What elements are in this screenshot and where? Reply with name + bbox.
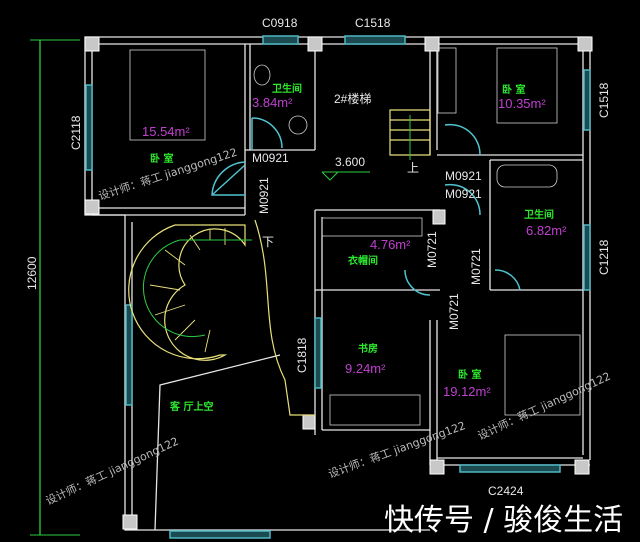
window-label: C1818	[295, 337, 309, 373]
room-area: 9.24m²	[345, 361, 386, 376]
door-label: M0921	[445, 187, 482, 201]
room-area: 4.76m²	[370, 237, 411, 252]
columns	[84, 36, 593, 530]
door-label: M0921	[445, 169, 482, 183]
door-label: M0721	[469, 248, 483, 285]
toilet	[253, 64, 271, 86]
room-area: 19.12m²	[443, 384, 491, 399]
window-c2424	[459, 464, 561, 473]
room-labels: 卧 室 15.54m² 卫生间 3.84m² 卧 室 10.35m² 卫生间 6…	[142, 82, 567, 413]
window-label: C1518	[355, 16, 391, 30]
door-label: M0721	[425, 231, 439, 268]
doors: M0921 M0921 M0921 M0921 M0721 M0721 M072…	[211, 117, 521, 330]
stair-up-label: 上	[407, 161, 419, 175]
designer-watermark: 设计师：蒋工 jianggong122	[476, 370, 613, 443]
room-name: 书房	[358, 342, 378, 355]
stair-down-label: 下	[262, 235, 274, 249]
room-name: 卧 室	[150, 152, 173, 165]
window-label: C0918	[262, 16, 298, 30]
window-c1818	[314, 317, 322, 389]
window-bottom	[169, 530, 271, 539]
window-c1518-right	[583, 69, 591, 131]
room-area: 10.35m²	[498, 96, 546, 111]
room-name: 衣帽间	[348, 254, 378, 267]
furniture	[129, 47, 581, 426]
window-label: C2118	[69, 115, 83, 150]
window-left	[125, 304, 133, 406]
room-area: 15.54m²	[142, 124, 190, 139]
elevation-label: 3.600	[335, 155, 365, 169]
window-c0918	[262, 35, 299, 45]
room-area: 6.82m²	[526, 223, 567, 238]
window-label: C2424	[488, 484, 524, 498]
window-c2118	[85, 84, 93, 171]
bathtub	[496, 164, 558, 188]
door-label: M0721	[447, 293, 461, 330]
basin	[288, 115, 308, 135]
designer-watermark: 设计师：蒋工 jianggong122	[44, 435, 181, 508]
room-name: 卫生间	[524, 208, 554, 221]
bed	[129, 49, 206, 141]
window-c1518-top	[344, 35, 406, 45]
bed	[496, 47, 558, 124]
wardrobe	[321, 217, 423, 237]
room-name: 卫生间	[272, 82, 302, 95]
dimension-label: 12600	[25, 256, 39, 290]
room-name: 卧 室	[458, 368, 481, 381]
stair-label: 2#楼梯	[334, 91, 371, 106]
door-label: M0921	[257, 177, 271, 214]
wardrobe	[437, 47, 457, 114]
door-label: M0921	[252, 151, 289, 165]
room-name: 客 厅上空	[169, 400, 213, 413]
windows: C0918 C1518 C2118 C1518 C1218 C1818 C242…	[69, 16, 611, 539]
room-name: 卧 室	[502, 83, 525, 96]
footer-text: 快传号 / 骏俊生活	[384, 503, 623, 538]
window-label: C1218	[597, 239, 611, 275]
stairs: 2#楼梯 3.600 上 下	[128, 91, 431, 416]
dimension-line: 12600	[25, 39, 80, 536]
room-area: 3.84m²	[252, 95, 293, 110]
desk	[329, 394, 421, 426]
bed	[504, 334, 581, 416]
window-label: C1518	[597, 82, 611, 118]
window-c1218	[583, 224, 591, 291]
designer-watermark: 设计师：蒋工 jianggong122	[327, 419, 468, 481]
